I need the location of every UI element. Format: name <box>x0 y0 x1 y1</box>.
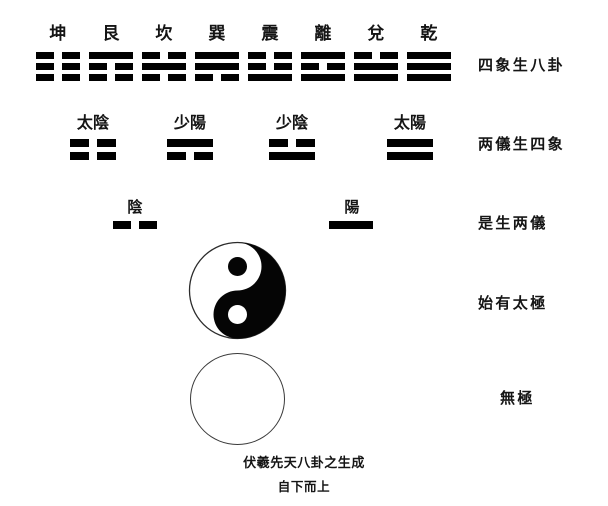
yao-line-solid <box>248 74 292 81</box>
yao-line-solid <box>387 139 433 147</box>
trigram-glyph-qian <box>407 52 451 81</box>
taiji-yinyang-icon <box>188 241 287 340</box>
trigram-glyph-kan <box>142 52 186 81</box>
yao-line-solid <box>387 152 433 160</box>
trigram-label-gen: 艮 <box>102 24 120 44</box>
yao-line-solid <box>195 52 239 59</box>
yao-line-solid <box>407 74 451 81</box>
digram-label-taiyang: 太陽 <box>393 113 427 132</box>
yao-line-solid <box>142 63 186 70</box>
diagram-caption-title: 伏羲先天八卦之生成 <box>243 456 365 471</box>
yao-line-solid <box>354 63 398 70</box>
yao-line-broken <box>70 152 116 160</box>
yao-line-broken <box>113 221 157 229</box>
digram-glyph-taiyang <box>387 139 433 160</box>
trigram-glyph-zhen <box>248 52 292 81</box>
polarity-label-yang: 陽 <box>344 198 360 216</box>
trigram-label-qian: 乾 <box>420 24 438 44</box>
stage-label-taiji: 始有太極 <box>478 294 548 312</box>
trigram-label-zhen: 震 <box>261 24 279 44</box>
yao-line-solid <box>301 74 345 81</box>
yao-line-solid <box>89 52 133 59</box>
yao-line-broken <box>248 52 292 59</box>
wuji-empty-circle <box>190 353 285 445</box>
trigram-label-xun: 巽 <box>208 24 226 44</box>
trigram-glyph-li <box>301 52 345 81</box>
taiji-symbol <box>188 240 287 341</box>
yao-line-broken <box>36 74 80 81</box>
yao-line-broken <box>167 152 213 160</box>
stage-label-bagua: 四象生八卦 <box>478 56 566 74</box>
digram-glyph-shaoyang <box>167 139 213 160</box>
digram-label-taiyin: 太陰 <box>76 113 110 132</box>
bagua-row: 坤 艮 坎 巽 震 <box>0 0 608 100</box>
yao-line-solid <box>167 139 213 147</box>
taiji-dark-dot <box>227 256 248 276</box>
yao-line-broken <box>36 63 80 70</box>
polarity-glyph-yin <box>113 221 157 229</box>
yao-line-solid <box>354 74 398 81</box>
yao-line-broken <box>354 52 398 59</box>
trigram-glyph-xun <box>195 52 239 81</box>
diagram-caption-subtitle: 自下而上 <box>277 479 331 494</box>
digram-glyph-shaoyin <box>269 139 315 160</box>
trigram-label-kan: 坎 <box>155 24 173 44</box>
yao-line-broken <box>142 52 186 59</box>
trigram-label-kun: 坤 <box>49 24 67 44</box>
yao-line-broken <box>269 139 315 147</box>
yao-line-solid <box>407 52 451 59</box>
stage-label-liangyi: 是生两儀 <box>478 214 548 232</box>
taiji-light-dot <box>227 305 248 325</box>
yao-line-solid <box>407 63 451 70</box>
digram-label-shaoyang: 少陽 <box>173 113 207 132</box>
polarity-glyph-yang <box>329 221 373 229</box>
digram-glyph-taiyin <box>70 139 116 160</box>
trigram-glyph-kun <box>36 52 80 81</box>
yao-line-solid <box>329 221 373 229</box>
yao-line-broken <box>248 63 292 70</box>
trigram-glyph-dui <box>354 52 398 81</box>
yao-line-broken <box>142 74 186 81</box>
yao-line-broken <box>70 139 116 147</box>
yao-line-broken <box>195 74 239 81</box>
trigram-label-dui: 兌 <box>367 24 385 44</box>
yao-line-broken <box>36 52 80 59</box>
stage-label-wuji: 無極 <box>500 389 535 407</box>
yao-line-solid <box>195 63 239 70</box>
yao-line-solid <box>269 152 315 160</box>
polarity-label-yin: 陰 <box>127 198 143 216</box>
yao-line-solid <box>301 52 345 59</box>
yao-line-broken <box>301 63 345 70</box>
trigram-glyph-gen <box>89 52 133 81</box>
yao-line-broken <box>89 63 133 70</box>
trigram-label-li: 離 <box>314 24 332 44</box>
stage-label-sixiang: 两儀生四象 <box>478 135 566 153</box>
digram-label-shaoyin: 少陰 <box>275 113 309 132</box>
yao-line-broken <box>89 74 133 81</box>
